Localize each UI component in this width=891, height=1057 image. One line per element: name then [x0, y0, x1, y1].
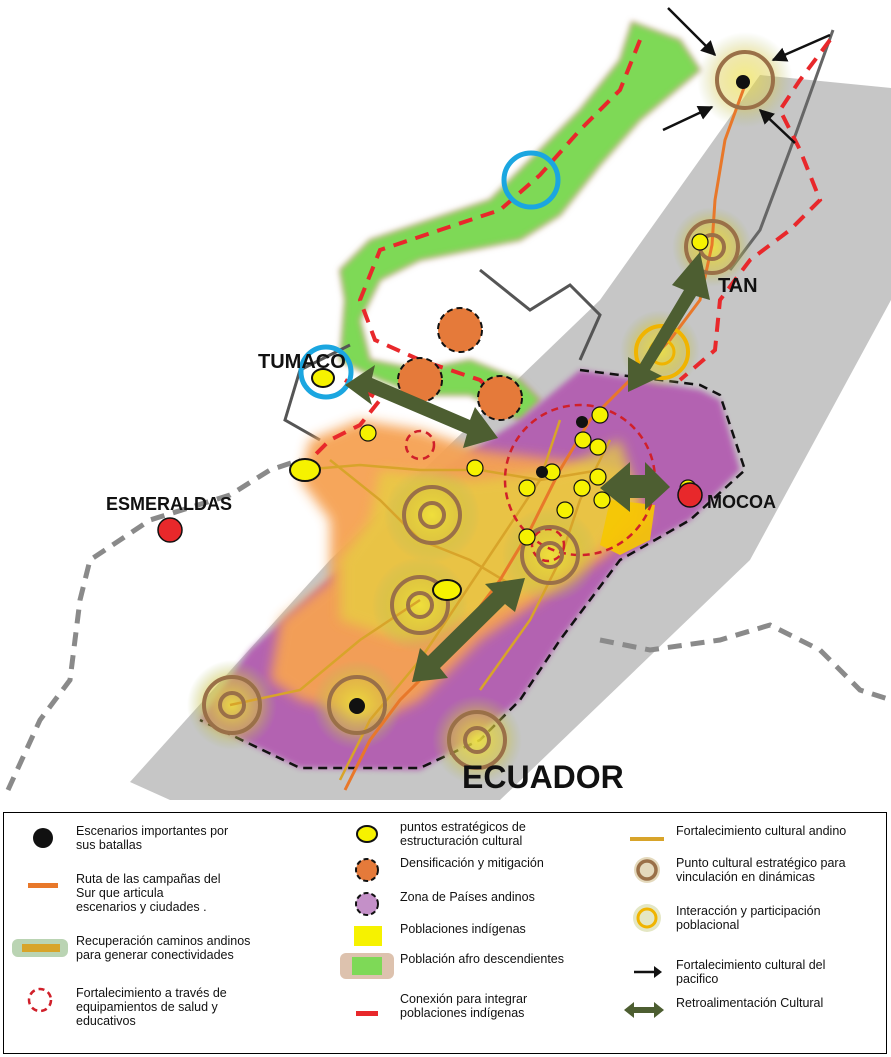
- double-arrow-icon: [624, 1002, 664, 1018]
- orange-dashed-dot-icon: [355, 858, 379, 882]
- legend-item-strategic-points: puntos estratégicos de estructuración cu…: [334, 819, 526, 849]
- yellow-point-south: [432, 579, 462, 601]
- legend-text: Fortalecimiento a través de equipamiento…: [76, 986, 227, 1028]
- black-arrow-icon: [634, 966, 662, 978]
- legend-text: Poblaciones indígenas: [400, 922, 526, 936]
- label-tumaco: TUMACO: [258, 351, 346, 373]
- legend-text: Fortalecimiento cultural andino: [676, 824, 847, 838]
- battle-scenarios: [349, 75, 750, 714]
- legend-text: Recuperación caminos andinos para genera…: [76, 934, 251, 962]
- blue-ring-tumaco: [298, 344, 354, 400]
- legend-item-participation: Interacción y participación poblacional: [610, 903, 821, 933]
- legend-item-feedback: Retroalimentación Cultural: [610, 995, 823, 1025]
- gold-line-icon: [630, 837, 664, 841]
- label-ecuador: ECUADOR: [462, 759, 624, 795]
- red-dash-icon: [356, 1011, 378, 1016]
- legend-text: Fortalecimiento cultural del pacifico: [676, 958, 826, 986]
- yellow-rect-icon: [354, 926, 382, 946]
- participation-ring: [634, 324, 690, 380]
- legend-text: Conexión para integrar poblaciones indíg…: [400, 992, 528, 1020]
- legend-text: Escenarios importantes por sus batallas: [76, 824, 229, 852]
- legend-item-battles: Escenarios importantes por sus batallas: [10, 823, 228, 853]
- boundary-line: [479, 268, 602, 361]
- orange-line-icon: [28, 883, 58, 888]
- label-pasto-partial: TAN: [718, 275, 758, 297]
- gold-ring-icon: [633, 904, 661, 932]
- label-esmeraldas: ESMERALDAS: [106, 494, 232, 514]
- legend-text: Zona de Países andinos: [400, 890, 535, 904]
- legend-item-andean-culture: Fortalecimiento cultural andino: [610, 823, 846, 853]
- mocoa-city-dot: [677, 482, 703, 508]
- esmeraldas-city-dot: [157, 517, 183, 543]
- green-rect-icon: [340, 953, 394, 979]
- blue-ring-pacific: [501, 150, 561, 210]
- legend-item-afro: Población afro descendientes: [334, 951, 564, 981]
- red-dashed-circle-icon: [27, 987, 53, 1013]
- map-legend: Escenarios importantes por sus batallas …: [3, 812, 887, 1054]
- legend-text: Ruta de las campañas del Sur que articul…: [76, 872, 221, 914]
- legend-item-campaign-route: Ruta de las campañas del Sur que articul…: [10, 871, 221, 914]
- densification-circles: [397, 307, 523, 421]
- territorial-map: TUMACO ESMERALDAS MOCOA ECUADOR TAN: [5, 7, 891, 800]
- legend-text: Retroalimentación Cultural: [676, 996, 824, 1010]
- legend-item-andean-roads: Recuperación caminos andinos para genera…: [10, 933, 250, 963]
- legend-item-densification: Densificación y mitigación: [334, 855, 544, 885]
- label-mocoa: MOCOA: [707, 492, 776, 512]
- international-border-east: [599, 622, 891, 703]
- legend-text: Interacción y participación poblacional: [676, 904, 821, 932]
- afro-population-zone: [338, 20, 702, 422]
- legend-item-indigenous: Poblaciones indígenas: [334, 921, 526, 951]
- legend-item-andean-zone: Zona de Países andinos: [334, 889, 535, 919]
- boundary-line-west: [283, 343, 351, 442]
- legend-text: puntos estratégicos de estructuración cu…: [400, 820, 526, 848]
- yellow-point-coast: [289, 458, 321, 482]
- cultural-feedback-arrows: [345, 252, 710, 682]
- legend-item-strategic-cultural-point: Punto cultural estratégico para vinculac…: [610, 855, 846, 885]
- international-border: [5, 457, 301, 792]
- legend-item-connection: Conexión para integrar poblaciones indíg…: [334, 991, 527, 1021]
- indigenous-yellow-patch: [600, 500, 655, 555]
- legend-item-health: Fortalecimiento a través de equipamiento…: [10, 985, 227, 1028]
- andean-road-icon: [12, 939, 68, 957]
- yellow-dot-icon: [356, 825, 378, 843]
- andean-zone-outline: [199, 368, 747, 770]
- yellow-point-tumaco: [311, 368, 335, 388]
- legend-text: Población afro descendientes: [400, 952, 565, 966]
- strategic-cultural-points: [202, 50, 775, 770]
- legend-text: Punto cultural estratégico para vinculac…: [676, 856, 846, 884]
- cultural-structuring-points: [359, 233, 709, 546]
- black-dot-icon: [33, 828, 53, 848]
- brown-ring-icon: [634, 857, 660, 883]
- pacific-reinforcement-arrows: [662, 7, 831, 144]
- legend-text: Densificación y mitigación: [400, 856, 544, 870]
- legend-item-pacific-culture: Fortalecimiento cultural del pacifico: [610, 957, 825, 987]
- purple-dashed-dot-icon: [355, 892, 379, 916]
